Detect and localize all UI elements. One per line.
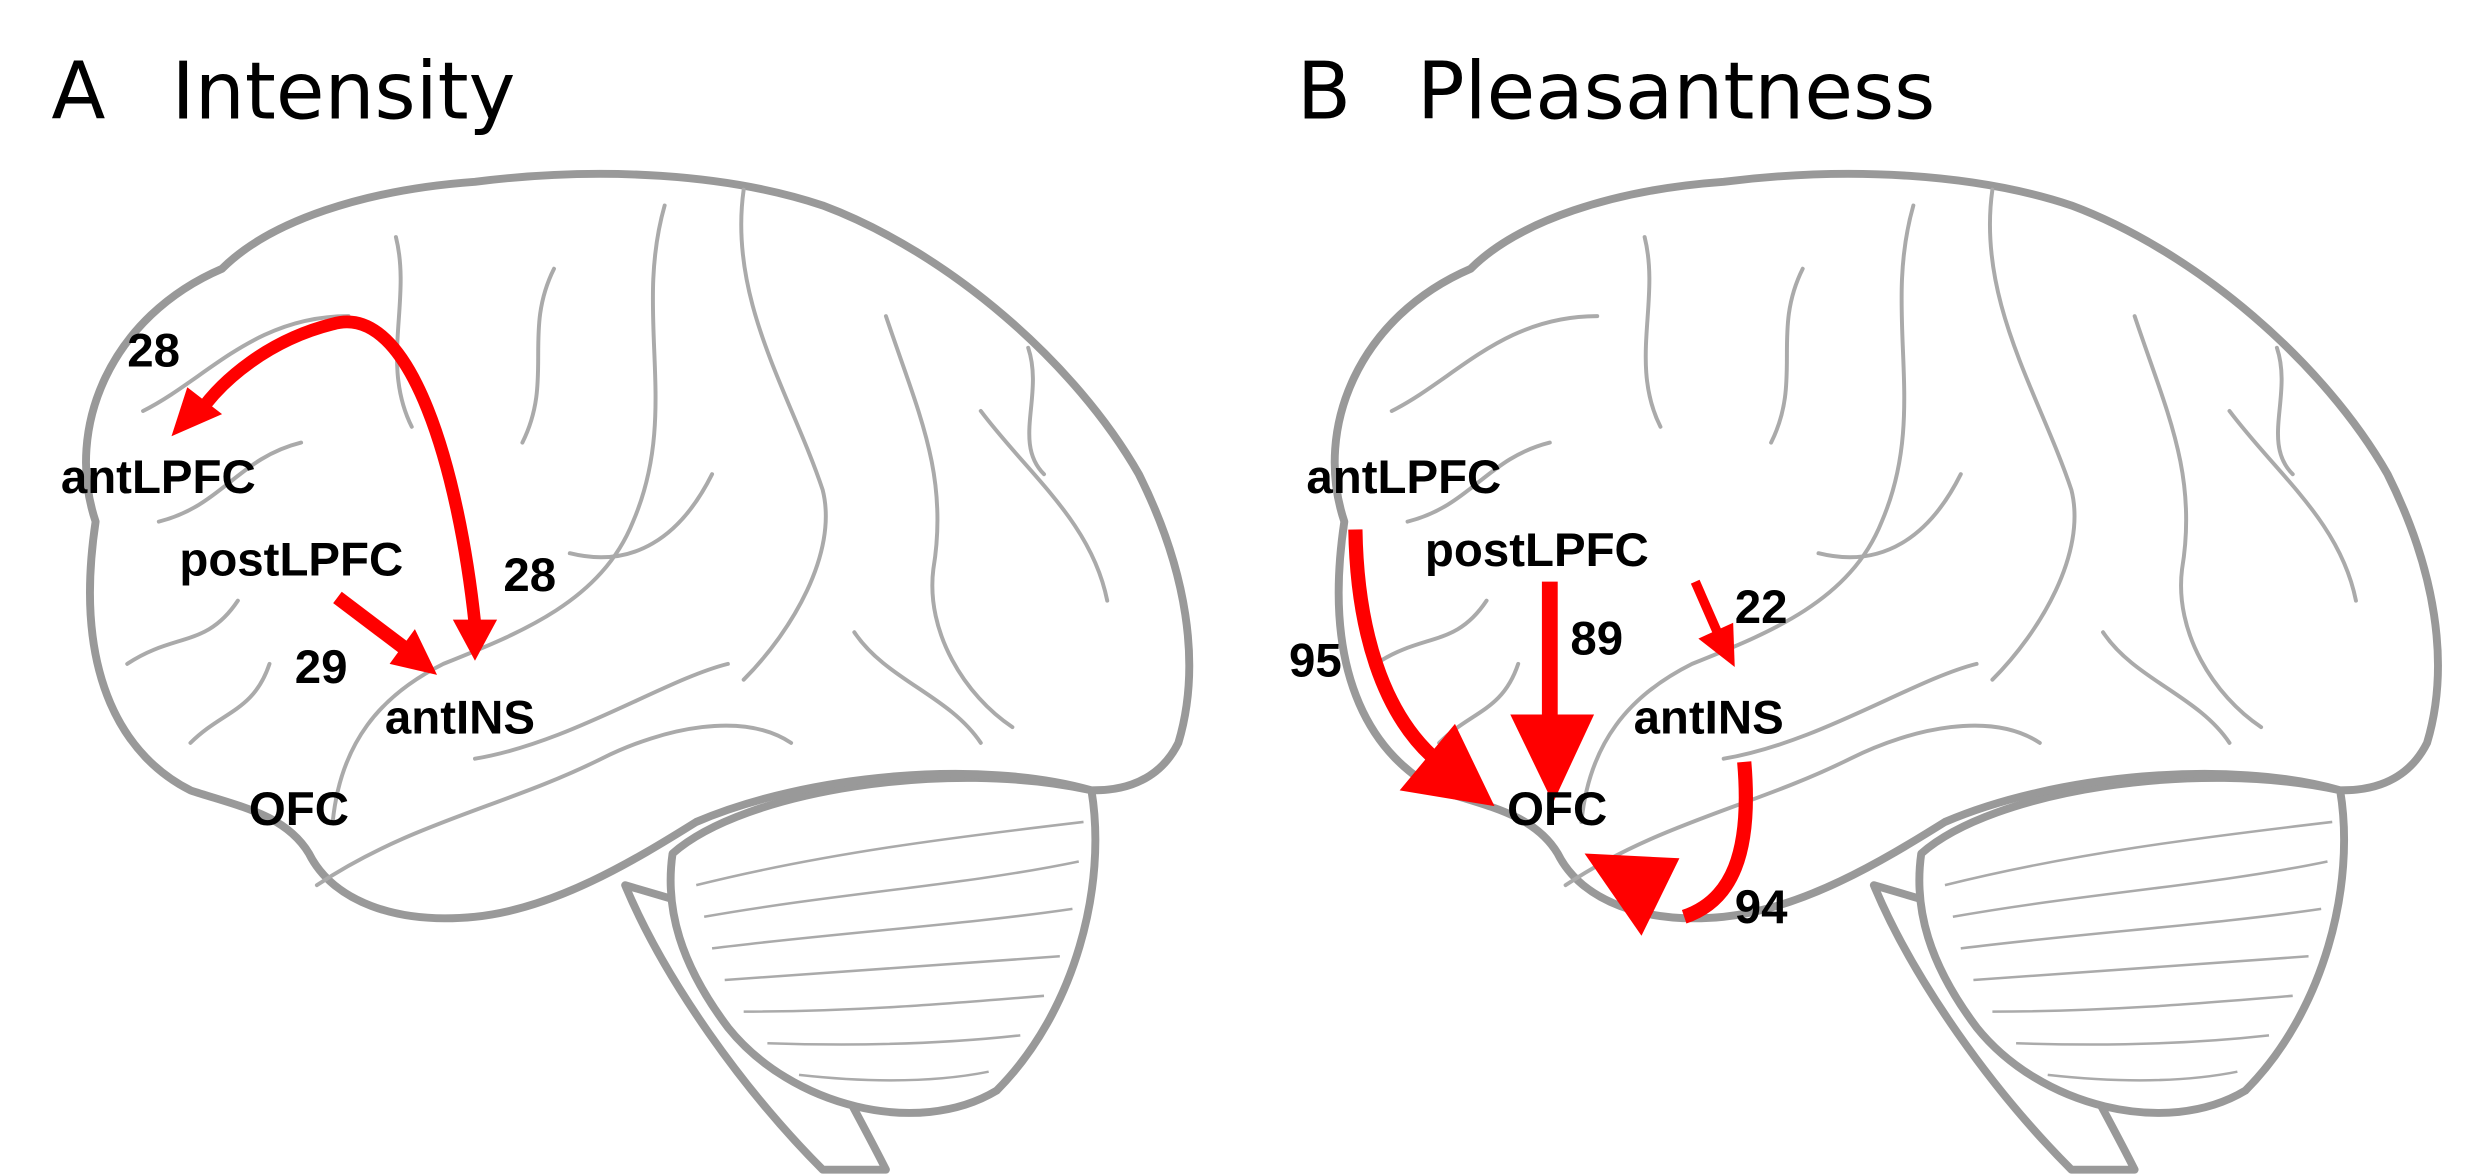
arrow-antins-to-ofc (1681, 761, 1753, 924)
panel-letter: A (51, 46, 105, 138)
panel-letter: B (1297, 46, 1351, 138)
connection-value: 95 (1289, 635, 1342, 688)
arrowhead (171, 387, 223, 437)
panel-b: B Pleasantness 95 89 22 94 antLPFC postL… (1289, 46, 2438, 1170)
panel-title: Intensity (171, 46, 515, 138)
region-label-antins: antINS (385, 691, 535, 744)
brain-illustration (1335, 174, 2438, 1170)
connection-value: 29 (295, 641, 348, 694)
panel-title: Pleasantness (1417, 46, 1935, 138)
connection-value: 22 (1735, 581, 1788, 634)
arrowhead (389, 629, 438, 675)
arrowhead (1584, 853, 1680, 936)
region-label-postlpfc: postLPFC (1425, 524, 1649, 577)
arrowhead (1698, 622, 1735, 668)
connection-value: 89 (1570, 612, 1623, 665)
panel-a: A Intensity 28 28 29 antLPFC postLPFC an… (51, 46, 1189, 1170)
connection-value: 28 (503, 549, 556, 602)
brain-illustration (86, 174, 1189, 1170)
connection-value: 28 (127, 325, 180, 378)
arrow-postlpfc-to-antins (333, 591, 413, 657)
region-label-antlpfc: antLPFC (1306, 451, 1501, 504)
region-label-ofc: OFC (249, 783, 349, 836)
region-label-ofc: OFC (1507, 783, 1607, 836)
arrow-antlpfc-to-ofc (1348, 529, 1437, 761)
connection-value: 94 (1735, 881, 1788, 934)
arrow-antins-to-antlpfc (193, 315, 482, 626)
arrowhead (1399, 723, 1495, 807)
arrowhead (1510, 714, 1595, 803)
region-label-antlpfc: antLPFC (61, 451, 256, 504)
arrowhead (452, 619, 498, 661)
region-label-antins: antINS (1634, 691, 1784, 744)
region-label-postlpfc: postLPFC (179, 533, 403, 586)
arrow-postlpfc-to-antins (1690, 579, 1722, 635)
